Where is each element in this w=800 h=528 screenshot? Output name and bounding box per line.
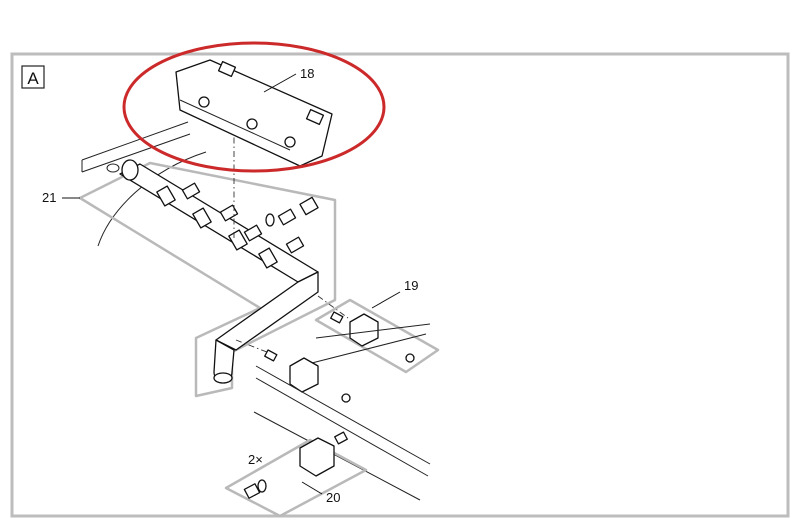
rail-line	[315, 323, 431, 339]
highlight-ellipse	[122, 41, 386, 173]
alignment-line	[317, 295, 349, 319]
part-19-outline	[314, 298, 440, 374]
part-20-clamp	[243, 431, 348, 499]
callout-18: 18	[300, 66, 314, 81]
part-18-bracket	[175, 59, 333, 167]
leader-20	[301, 481, 323, 495]
alignment-line	[235, 339, 273, 355]
callout-quantity: 2×	[248, 452, 263, 467]
diagram-frame	[10, 52, 790, 518]
callout-19: 19	[404, 278, 418, 293]
frame-rails	[253, 365, 431, 501]
lower-clamp	[264, 349, 351, 403]
panel-label-text: A	[27, 69, 39, 88]
part-20-outline	[224, 438, 368, 518]
rail-line	[299, 333, 427, 367]
chassis-edge	[81, 121, 207, 247]
manifold-pipe	[119, 159, 319, 384]
callout-21: 21	[42, 190, 56, 205]
leader-19	[371, 291, 401, 309]
panel-label: A	[21, 65, 45, 89]
part-19-clamp	[330, 311, 415, 363]
leader-18	[263, 73, 297, 93]
callout-20: 20	[326, 490, 340, 505]
